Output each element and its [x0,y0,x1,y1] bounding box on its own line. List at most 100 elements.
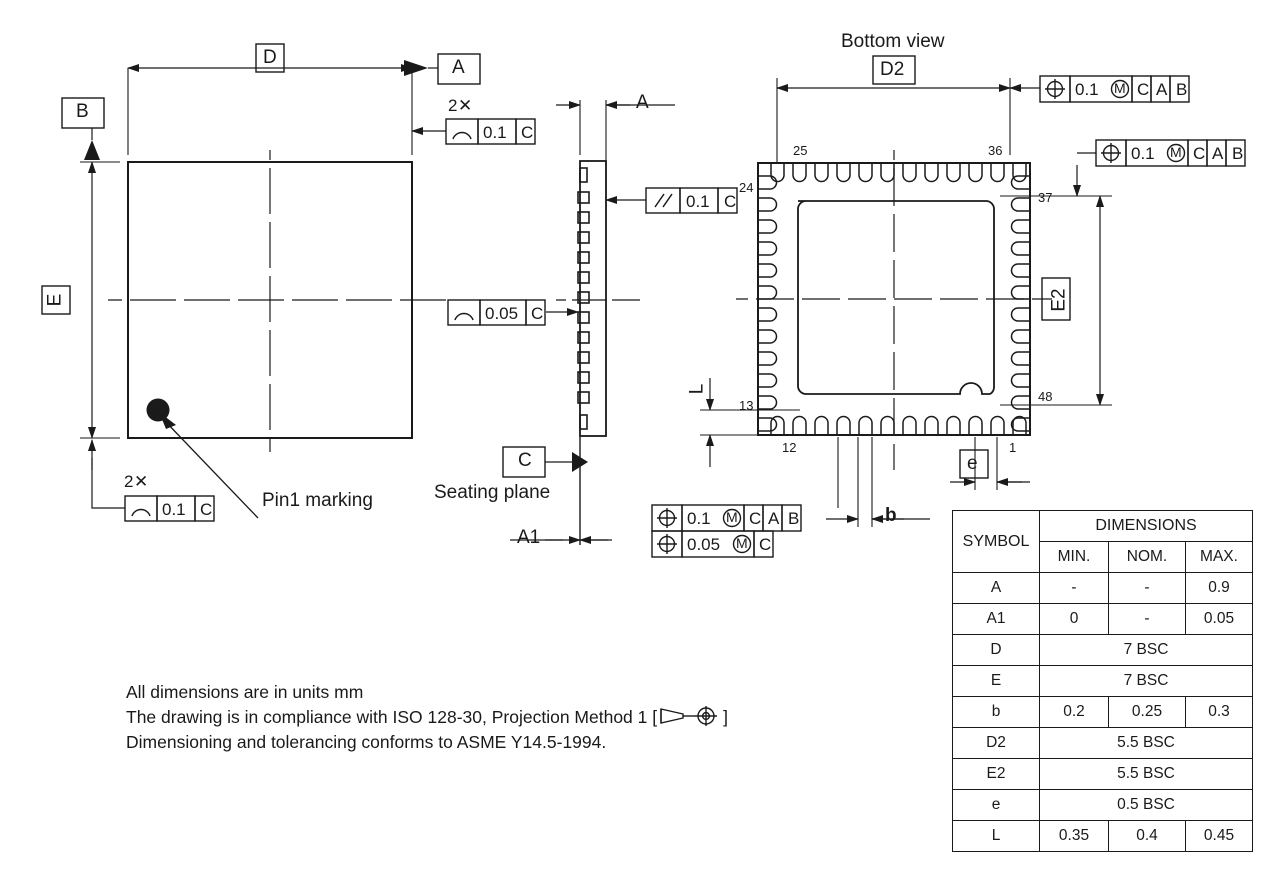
note-line-3: Dimensioning and tolerancing conforms to… [126,732,607,752]
cell-value-span: 7 BSC [1039,634,1253,666]
fcf-top-profile [445,118,536,145]
fcf-coplanar-datum: C [531,304,544,323]
cell-symbol: E [952,665,1040,697]
dim-label-A: A [636,92,649,113]
cell-nom: 0.25 [1108,696,1186,728]
fcf-top-datum: C [521,123,534,142]
repeat-2x-bottom: 2✕ [124,472,149,491]
fcf-bottom-profile [124,495,215,522]
pin-number-25: 25 [793,143,808,158]
fcf-lead2-tol: 0.05 [687,535,721,554]
fcf-lead2-modifier: M [736,535,748,551]
fcf-pad-datum-c: C [1137,80,1150,99]
fcf-coplanarity [447,299,546,326]
datum-label-A: A [452,57,465,78]
fcf-pad-position-2 [1077,139,1246,167]
fcf-lead-modifier: M [726,509,738,525]
datum-label-C: C [518,450,532,471]
datum-box-C [502,446,546,478]
dim-label-e: e [967,453,978,474]
cell-symbol: e [952,789,1040,821]
cell-symbol: D2 [952,727,1040,759]
th-min: MIN. [1039,541,1109,573]
pin-number-24: 24 [739,180,754,195]
datum-box-A [437,53,481,85]
cell-value-span: 7 BSC [1039,665,1253,697]
pin-number-48: 48 [1038,389,1053,404]
dim-label-L: L [686,383,708,395]
table-row: A--0.9 [952,572,1253,604]
table-header-row-2: MIN. NOM. MAX. [953,541,1253,573]
feature-control-frames [41,43,1246,558]
fcf-parallel-datum: C [724,192,737,211]
cell-value-span: 5.5 BSC [1039,727,1253,759]
fcf-pad-tol: 0.1 [1075,80,1099,99]
fcf-parallelism [645,187,738,214]
cell-value-span: 5.5 BSC [1039,758,1253,790]
cell-nom: 0.4 [1108,820,1186,852]
cell-min: 0 [1039,603,1109,635]
top-view-group [80,60,446,519]
fcf-parallel-tol: 0.1 [686,192,710,211]
dim-label-E2: E2 [1048,288,1070,312]
cell-min: - [1039,572,1109,604]
note-line-2-close: ] [723,707,728,727]
seating-plane-label: Seating plane [434,482,551,503]
cell-nom: - [1108,603,1186,635]
cell-symbol: L [952,820,1040,852]
fcf-lead-datum-a: A [768,509,780,528]
dimbox-D2 [872,55,916,85]
iso-projection-method-1-icon [657,705,723,727]
th-dimensions: DIMENSIONS [1039,510,1253,542]
dimensions-table-head: SYMBOL DIMENSIONS MIN. NOM. MAX. [952,510,1253,573]
fcf-pad2-datum-a: A [1212,144,1224,163]
cell-min: 0.35 [1039,820,1109,852]
cell-value-span: 0.5 BSC [1039,789,1253,821]
cell-symbol: b [952,696,1040,728]
dimbox-D [255,43,285,73]
fcf-pad-datum-b: B [1176,80,1188,99]
cell-min: 0.2 [1039,696,1109,728]
fcf-pad2-datum-b: B [1232,144,1244,163]
fcf-lead-position-2 [651,530,774,558]
dim-label-E: E [44,293,66,307]
pin-number-1: 1 [1009,440,1017,455]
dim-label-b: b [885,505,897,526]
pin-number-36: 36 [988,143,1003,158]
cell-nom: - [1108,572,1186,604]
fcf-pad2-datum-c: C [1193,144,1206,163]
table-header-row-1: SYMBOL DIMENSIONS [952,510,1253,573]
bottom-view-title: Bottom view [841,31,945,52]
fcf-lead-datum-c: C [749,509,762,528]
fcf-lead-datum-b: B [788,509,800,528]
cell-max: 0.3 [1185,696,1253,728]
pin-number-12: 12 [782,440,797,455]
th-symbol: SYMBOL [952,510,1040,573]
cell-symbol: E2 [952,758,1040,790]
dimbox-E [41,285,71,315]
note-line-2-text: The drawing is in compliance with ISO 12… [126,707,658,727]
th-max: MAX. [1185,541,1253,573]
th-nom: NOM. [1108,541,1186,573]
side-view-group [510,100,675,545]
pin-number-37: 37 [1038,190,1053,205]
cell-max: 0.9 [1185,572,1253,604]
fcf-bottom-tol: 0.1 [162,500,186,519]
pin-number-13: 13 [739,398,754,413]
fcf-pad-modifier: M [1114,80,1126,96]
fcf-top-tol: 0.1 [483,123,507,142]
cell-max: 0.45 [1185,820,1253,852]
cell-symbol: A [952,572,1040,604]
dimbox-e [959,449,989,479]
